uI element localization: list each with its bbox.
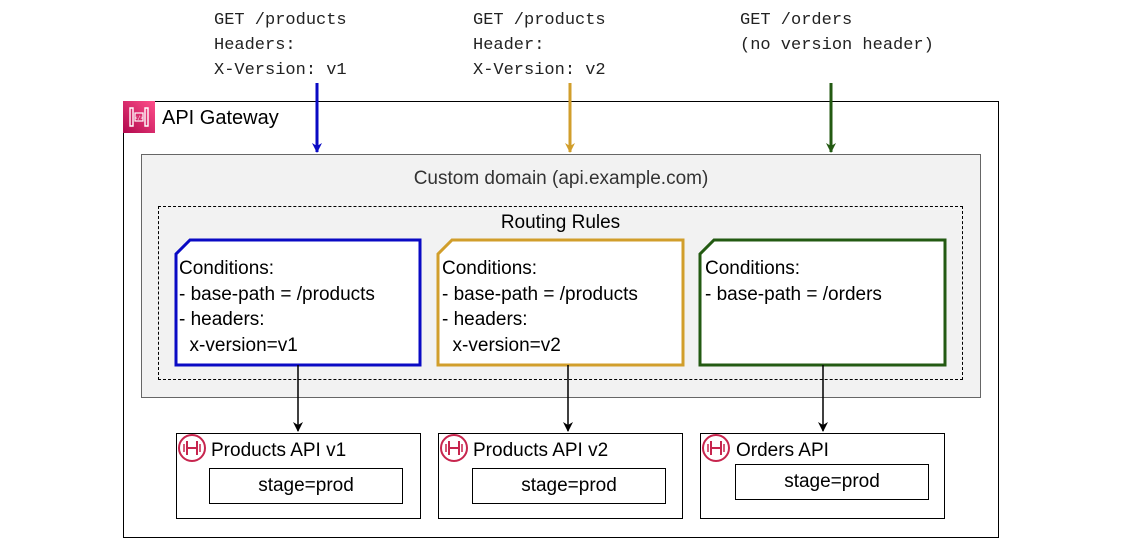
- api-endpoint-icon: [178, 434, 206, 462]
- routing-rules-box: [158, 206, 963, 380]
- svg-text:</>: </>: [134, 116, 143, 122]
- request-label-v1: GET /products Headers: X-Version: v1: [214, 11, 347, 80]
- api-endpoint-icon: [440, 434, 468, 462]
- rule-conditions-orders: Conditions: - base-path = /orders: [705, 258, 882, 305]
- stage-label-orders: stage=prod: [735, 464, 929, 500]
- request-label-v2: GET /products Header: X-Version: v2: [473, 11, 606, 80]
- request-label-orders: GET /orders (no version header): [740, 11, 934, 55]
- api-gateway-container: [123, 101, 999, 538]
- api-title-orders: Orders API: [736, 440, 829, 461]
- rule-card-v2: [436, 238, 685, 367]
- stage-label-products-v1: stage=prod: [209, 468, 403, 504]
- api-title-products-v2: Products API v2: [473, 440, 609, 461]
- api-gateway-title: API Gateway: [162, 107, 279, 129]
- routing-rules-title: Routing Rules: [500, 212, 621, 233]
- api-endpoint-icon: [702, 434, 730, 462]
- rule-conditions-v2: Conditions: - base-path = /products - he…: [442, 258, 638, 356]
- custom-domain-title: Custom domain (api.example.com): [413, 168, 709, 189]
- stage-label-products-v2: stage=prod: [472, 468, 666, 504]
- api-gateway-icon: </>: [123, 101, 155, 133]
- api-title-products-v1: Products API v1: [211, 440, 347, 461]
- rule-conditions-v1: Conditions: - base-path = /products - he…: [179, 258, 375, 356]
